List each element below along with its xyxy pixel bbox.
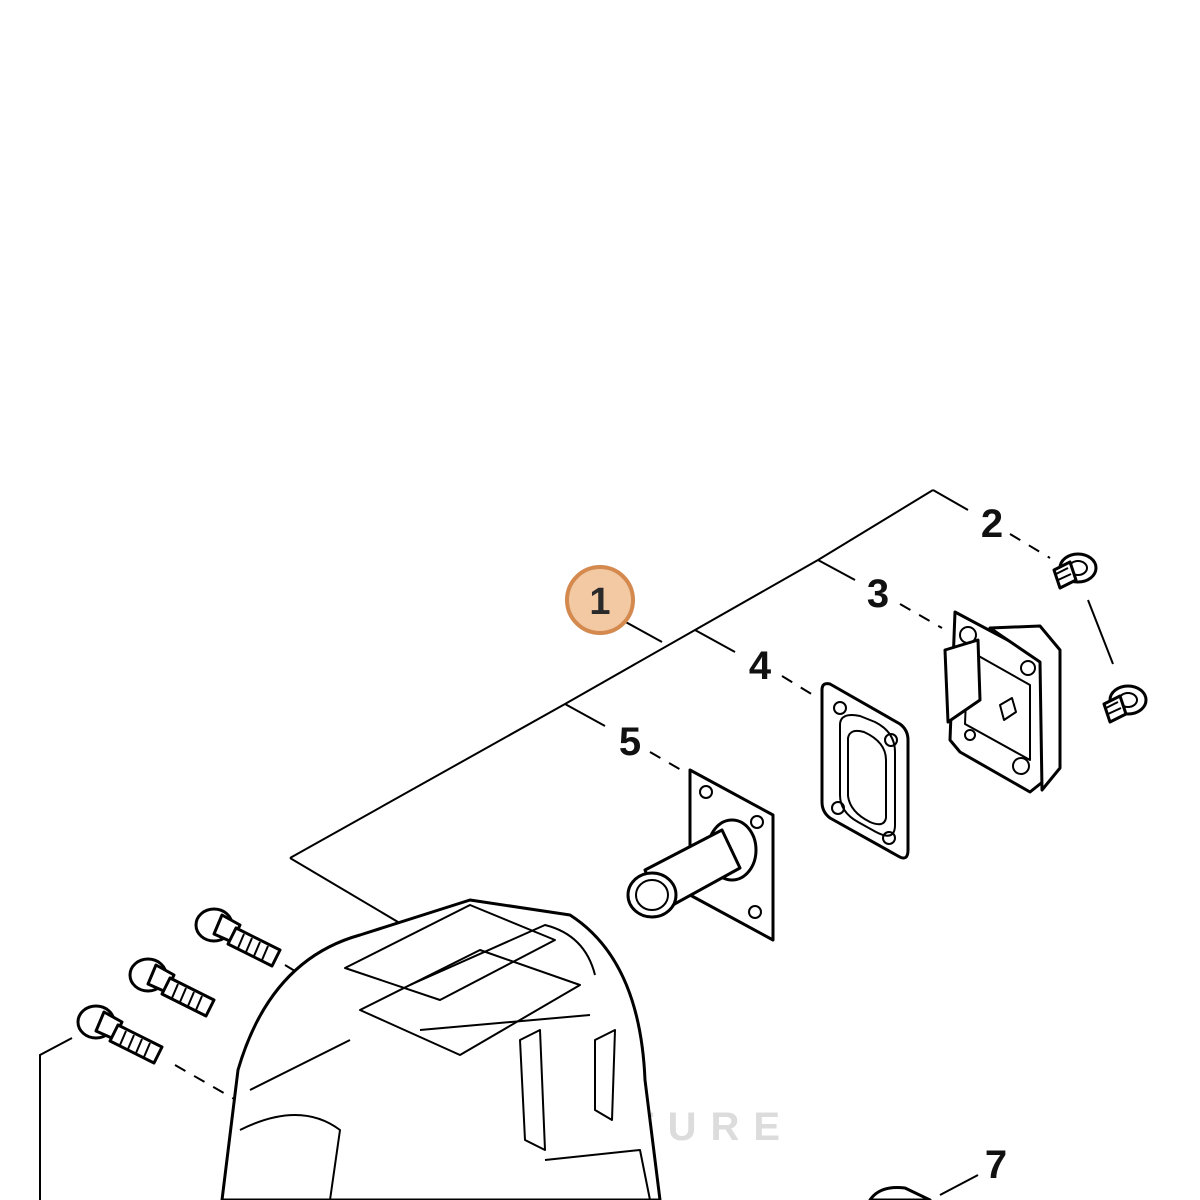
leader-to-4 (694, 629, 736, 653)
callout-5-label[interactable]: 5 (619, 720, 641, 764)
bolt-3[interactable] (76, 1004, 164, 1065)
screw-bottom[interactable] (1102, 684, 1148, 724)
leader-to-1 (621, 619, 663, 643)
bolts-left[interactable] (76, 907, 282, 1065)
part-5-flange-tube[interactable] (626, 768, 775, 942)
callout-1-circle[interactable] (565, 565, 635, 635)
leader-to-3 (817, 559, 856, 581)
screw-top[interactable] (1052, 552, 1098, 590)
leader-to-7 (939, 1174, 979, 1196)
leader-to-5 (564, 703, 606, 727)
callout-1-highlight[interactable]: 1 (565, 565, 635, 635)
leader-to-muffler (289, 857, 399, 923)
bolt-1[interactable] (194, 907, 282, 968)
dash-4 (781, 675, 819, 699)
bolt-2[interactable] (128, 957, 216, 1018)
dash-3 (899, 603, 943, 629)
callout-7-label[interactable]: 7 (985, 1143, 1007, 1187)
muffler-body[interactable] (220, 898, 662, 1200)
screw-link (1087, 599, 1114, 665)
callout-4-label[interactable]: 4 (749, 644, 772, 688)
callout-2-label[interactable]: 2 (981, 502, 1003, 546)
part-2-screws[interactable] (1052, 552, 1148, 724)
leader-left-bracket (39, 1037, 73, 1200)
callout-1-label: 1 (589, 581, 610, 623)
callout-3-label[interactable]: 3 (867, 572, 889, 616)
leader-to-2 (932, 489, 969, 511)
part-3-cover[interactable] (943, 610, 1062, 794)
dash-5 (649, 751, 689, 775)
part-4-gasket[interactable] (820, 682, 910, 860)
dash-2 (1009, 533, 1051, 559)
part-7-fragment[interactable] (868, 1186, 932, 1200)
